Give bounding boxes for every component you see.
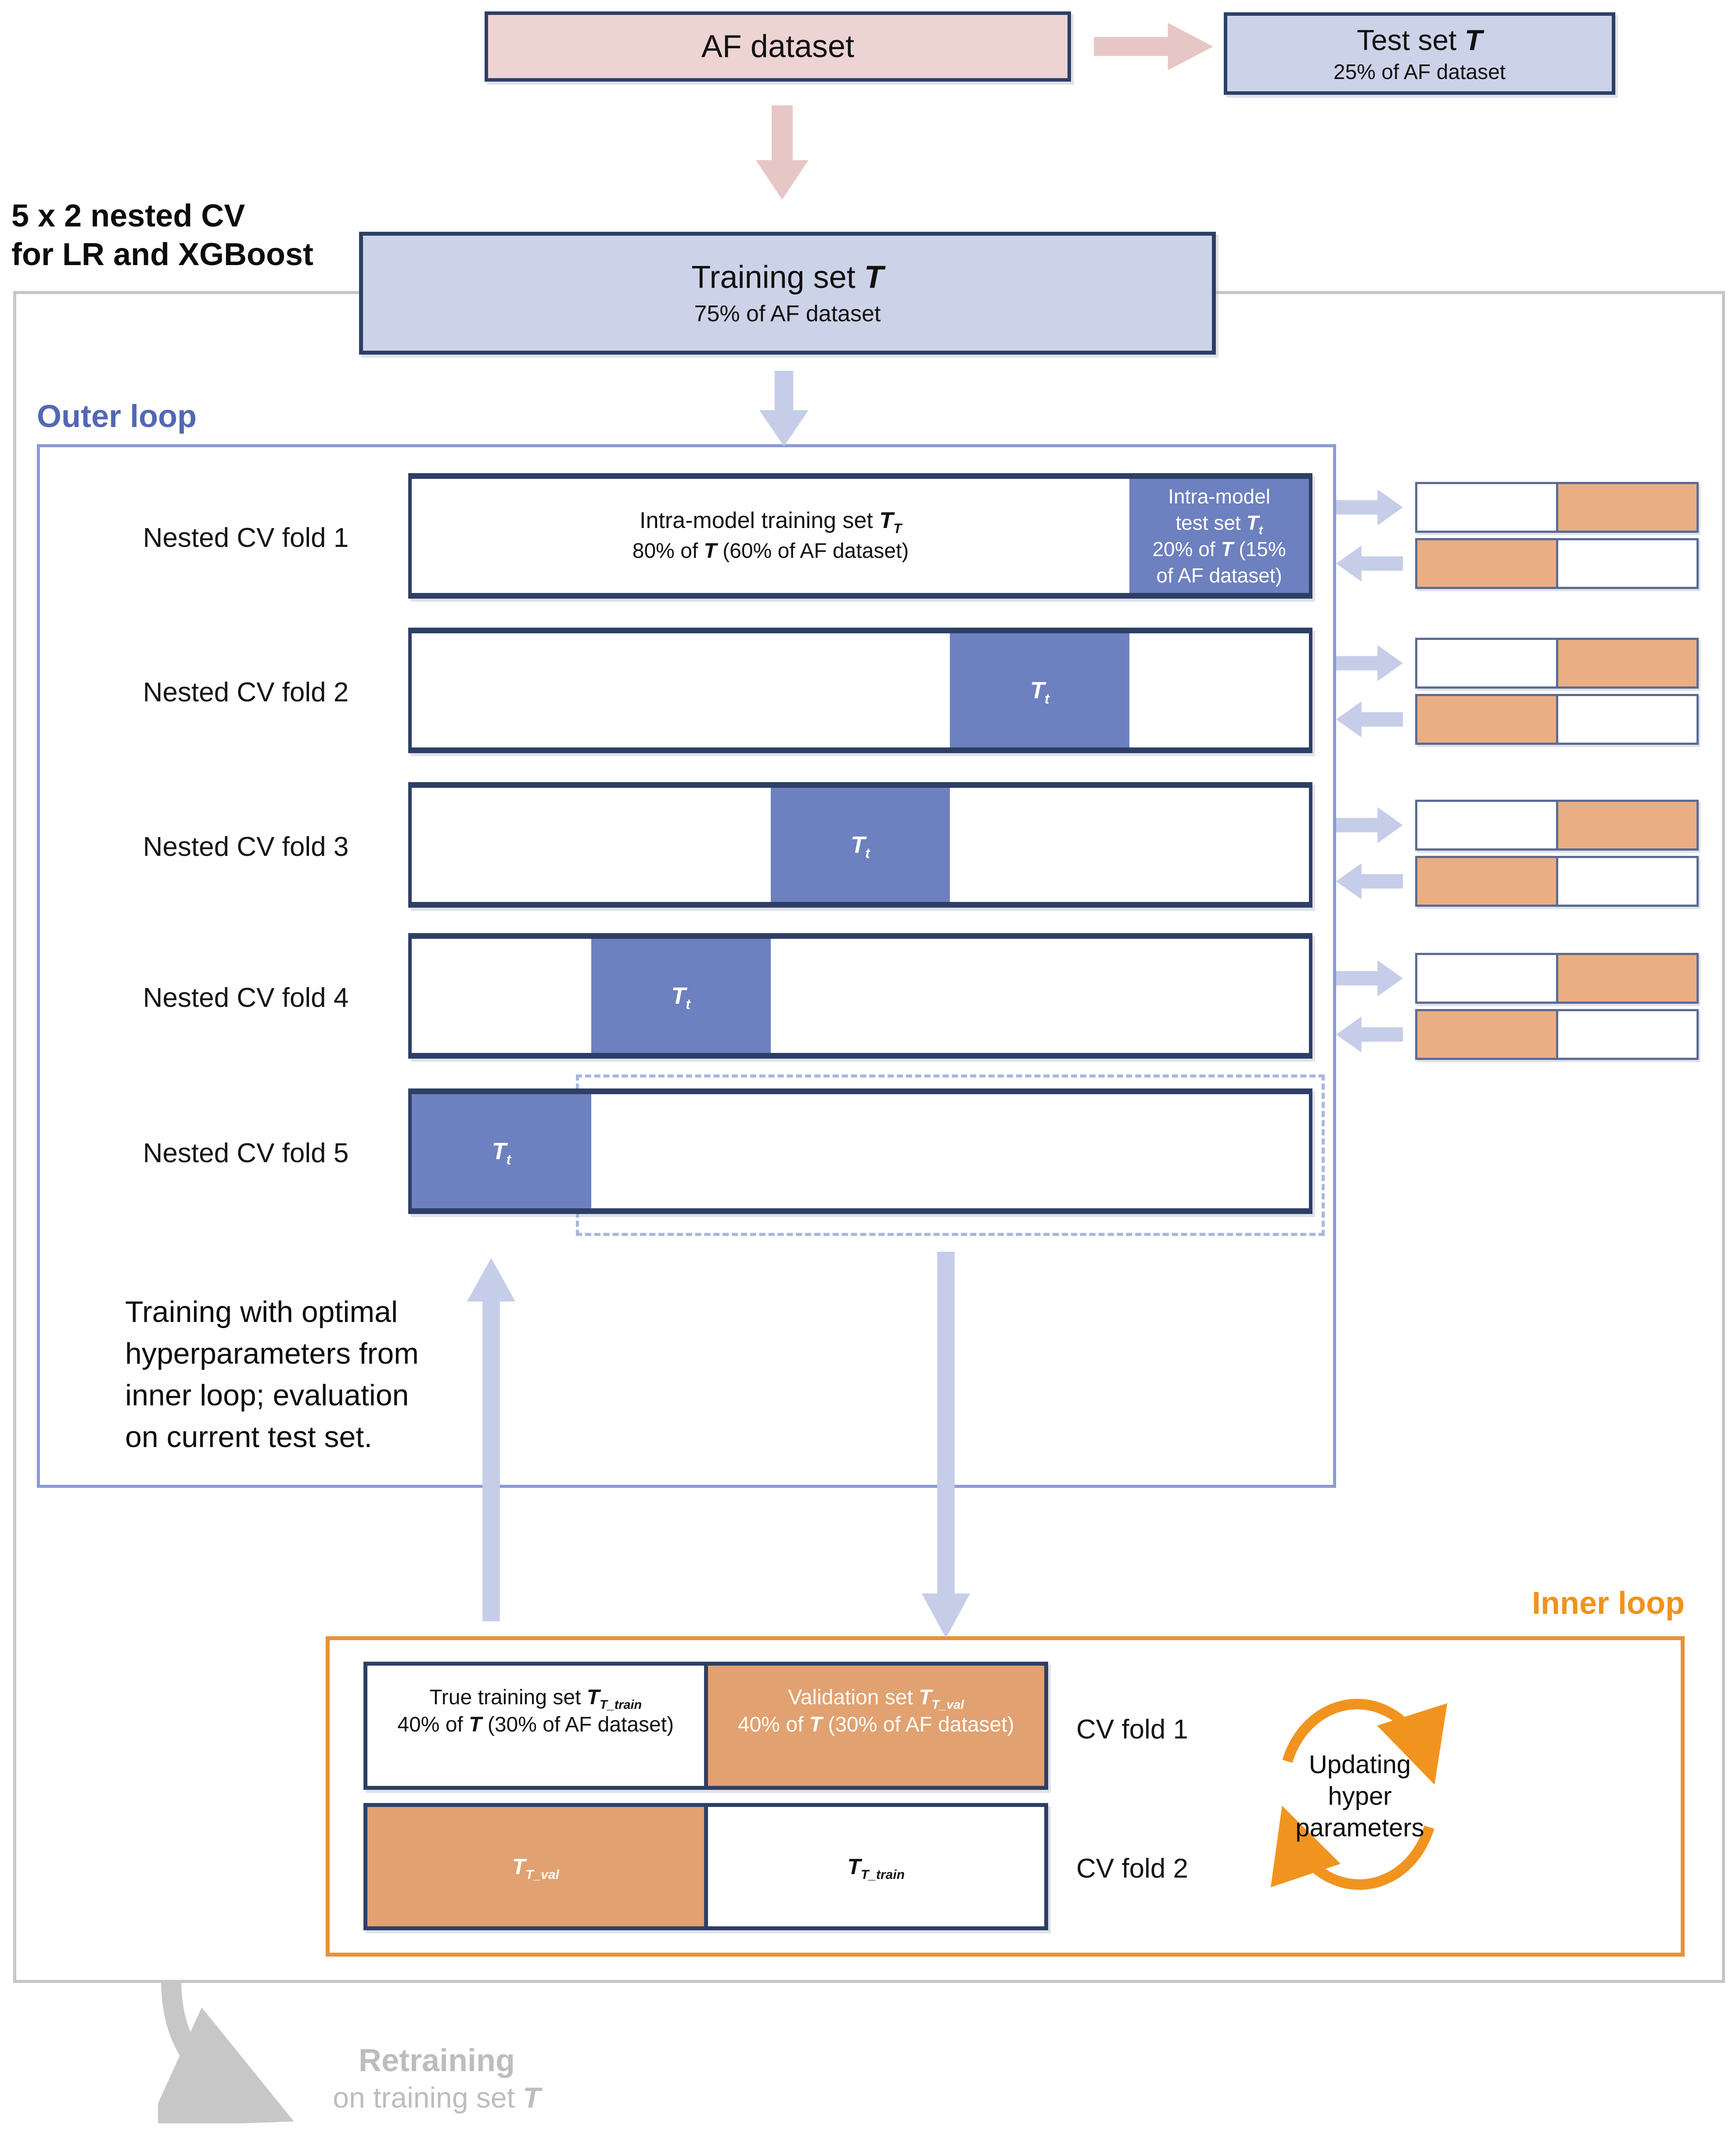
fold2-label: Nested CV fold 2: [143, 677, 349, 708]
fold2-training-segment: TT_train: [704, 1807, 1045, 1926]
outer-loop-note: Training with optimal hyperparameters fr…: [125, 1295, 419, 1454]
cv-fold1-label: CV fold 1: [1076, 1714, 1189, 1745]
training-set-title: Training set T: [691, 260, 884, 295]
fold2-test-segment: Tt: [950, 633, 1130, 747]
inner-fold1-bar: True training set TT_train 40% of T (30%…: [363, 1662, 1048, 1790]
fold3-bar: Tt: [408, 782, 1312, 908]
mini-split-bar: [1415, 1009, 1699, 1060]
mini-split-bar: [1415, 856, 1699, 907]
fold4-label: Nested CV fold 4: [143, 983, 349, 1013]
fold5-test-segment: Tt: [412, 1094, 591, 1208]
mini-split-bar: [1415, 538, 1699, 589]
fold2-validation-segment: TT_val: [367, 1807, 704, 1926]
fold5-bar: Tt: [408, 1088, 1312, 1214]
training-set-box: Training set T 75% of AF dataset: [359, 232, 1216, 355]
retraining-caption: Retraining on training set T: [333, 2043, 541, 2114]
updating-cycle-icon: [1271, 1699, 1448, 1890]
inner-loop-box: [326, 1636, 1685, 1957]
fold3-test-segment: Tt: [770, 788, 950, 902]
mini-split-bar: [1415, 482, 1699, 533]
true-training-segment: True training set TT_train 40% of T (30%…: [397, 1686, 674, 1736]
diagram-heading: 5 x 2 nested CV for LR and XGBoost: [11, 198, 313, 272]
fold1-train-text: Intra-model training set TT 80% of T (60…: [632, 508, 909, 563]
inner-fold2-bar: TT_val TT_train: [363, 1803, 1048, 1930]
mini-split-bar: [1415, 800, 1699, 851]
fold3-label: Nested CV fold 3: [143, 832, 349, 862]
cv-fold2-label: CV fold 2: [1076, 1853, 1189, 1884]
outer-loop-label: Outer loop: [37, 399, 197, 434]
fold2-bar: Tt: [408, 628, 1312, 753]
mini-split-bar: [1415, 638, 1699, 689]
fold5-label: Nested CV fold 5: [143, 1138, 349, 1168]
fold4-bar: Tt: [408, 933, 1312, 1059]
fold4-test-segment: Tt: [591, 939, 771, 1053]
af-dataset-box: AF dataset: [485, 11, 1071, 82]
test-set-title: Test set T: [1356, 23, 1483, 56]
arrow-af-to-training-icon: [756, 105, 809, 200]
fold1-label: Nested CV fold 1: [143, 523, 349, 553]
validation-segment: Validation set TT_val 40% of T (30% of A…: [704, 1666, 1044, 1786]
retraining-arrow-icon: [158, 1980, 294, 2123]
updating-hyperparameters-label: Updating hyper parameters: [1295, 1750, 1424, 1842]
outer-loop-box: [37, 444, 1336, 1488]
mini-split-bar: [1415, 953, 1699, 1004]
test-set-box: Test set T 25% of AF dataset: [1224, 12, 1615, 95]
arrow-af-to-test-icon: [1094, 23, 1213, 70]
af-dataset-label: AF dataset: [701, 29, 855, 64]
inner-loop-label: Inner loop: [1532, 1586, 1685, 1621]
mini-split-bar: [1415, 694, 1699, 745]
fold1-test-segment: Intra-model test set Tt 20% of T (15% of…: [1129, 479, 1309, 593]
test-set-subtitle: 25% of AF dataset: [1333, 60, 1506, 84]
fold1-bar: Intra-model training set TT 80% of T (60…: [408, 473, 1312, 599]
training-set-subtitle: 75% of AF dataset: [694, 301, 881, 327]
